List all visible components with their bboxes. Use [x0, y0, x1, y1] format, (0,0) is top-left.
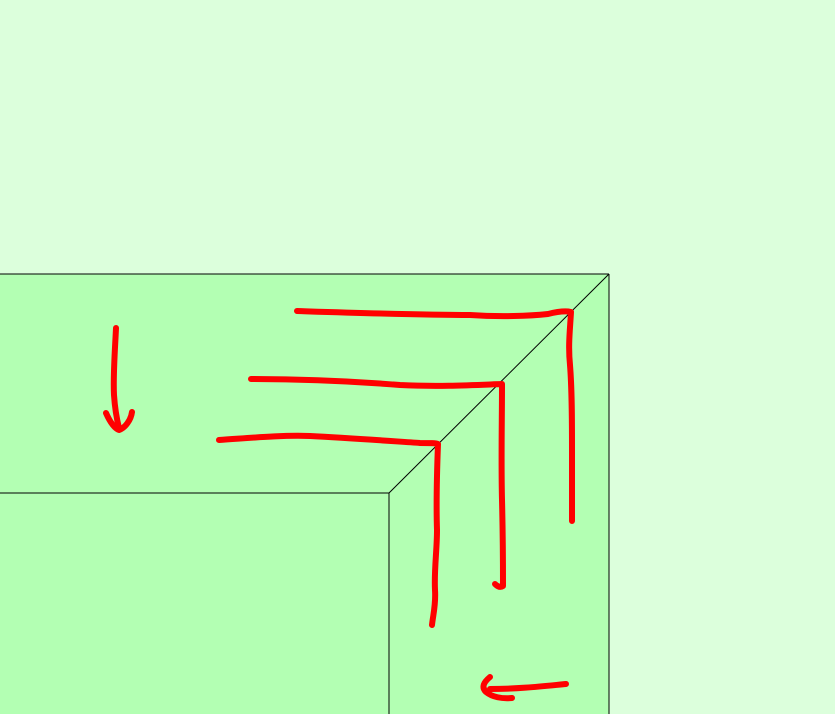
frame-inner-area: [0, 493, 389, 714]
left-arrow-head: [480, 674, 515, 702]
corner-stroke-middle: [248, 376, 506, 590]
red-arrows: [103, 308, 576, 702]
left-arrow-shaft: [487, 681, 569, 692]
down-arrow-shaft: [110, 325, 122, 431]
down-arrow-left: [103, 325, 135, 433]
left-arrow-bottom: [480, 674, 569, 702]
corner-stroke-inner: [216, 432, 441, 628]
corner-stroke-outer: [294, 308, 576, 524]
down-arrow-head: [103, 409, 135, 433]
